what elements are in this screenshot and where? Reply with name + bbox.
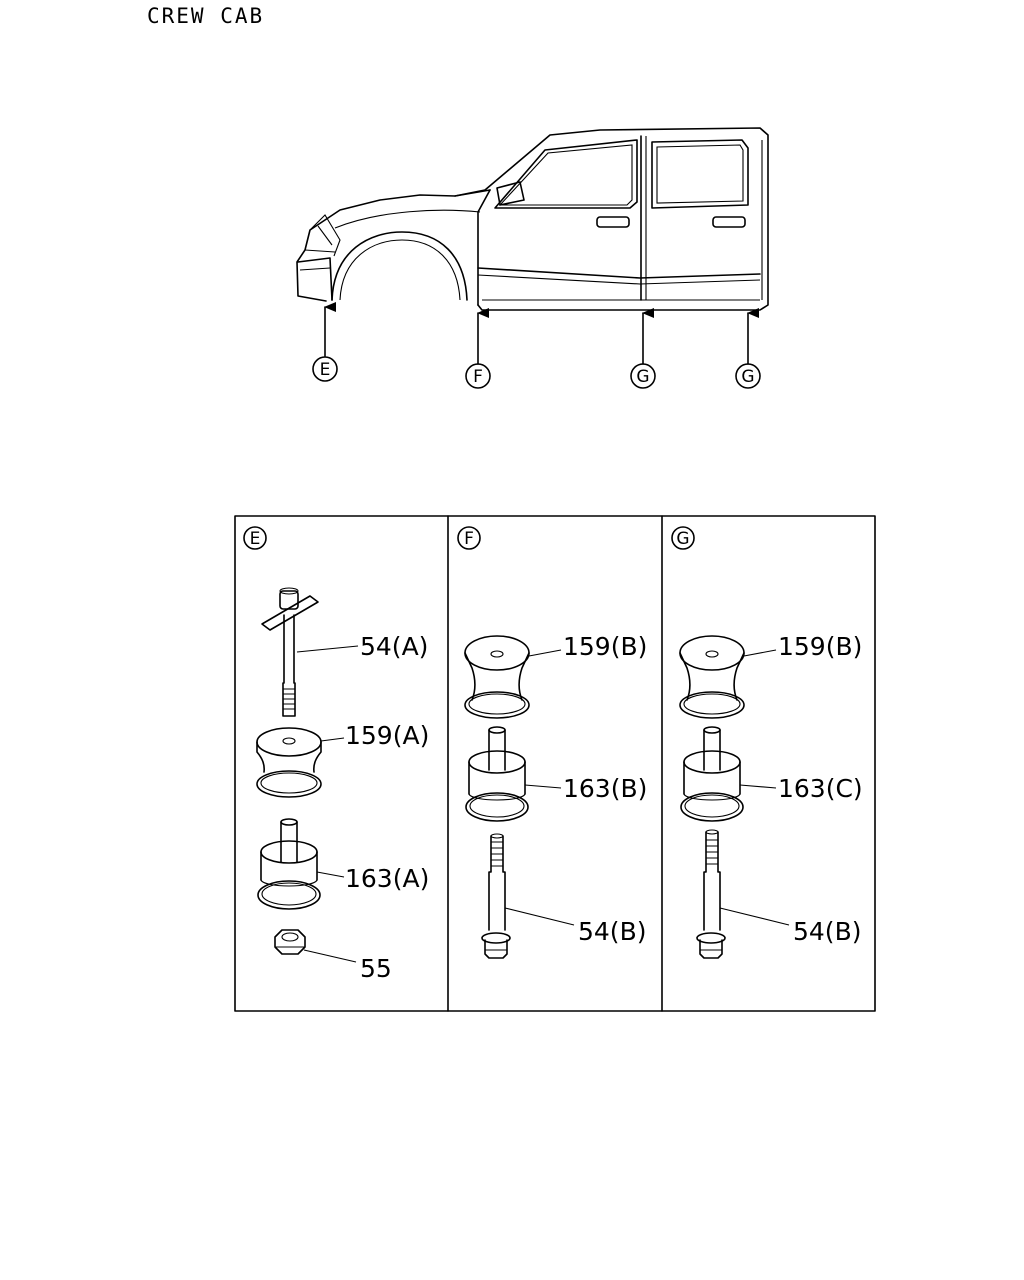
callout-g-1-letter: G	[636, 367, 649, 387]
callout-g-2: G	[735, 363, 761, 389]
vehicle-side-view	[296, 127, 769, 311]
panel-e: E 54(A) 159(A)	[243, 526, 429, 983]
cushion-163b-icon	[465, 726, 529, 822]
panel-g-letter: G	[676, 529, 689, 549]
detail-panels-frame	[234, 515, 876, 1012]
part-label-54b-g: 54(B)	[793, 917, 861, 946]
callout-e-letter: E	[320, 360, 331, 380]
part-label-159b-g: 159(B)	[778, 632, 862, 661]
callout-g-2-letter: G	[741, 367, 754, 387]
part-label-54b-f: 54(B)	[578, 917, 646, 946]
page-title: CREW CAB	[147, 4, 265, 28]
part-label-163c: 163(C)	[778, 774, 863, 803]
part-label-159a: 159(A)	[345, 721, 429, 750]
panel-e-letter: E	[250, 529, 261, 549]
callout-f-letter: F	[473, 367, 483, 387]
part-label-163b: 163(B)	[563, 774, 647, 803]
callout-f: F	[465, 363, 491, 389]
vehicle-callout-arrows	[324, 302, 759, 365]
bolt-54b-g-icon	[696, 829, 726, 959]
panel-g: G 159(B) 163(C)	[671, 526, 863, 959]
part-label-159b-f: 159(B)	[563, 632, 647, 661]
cushion-163a-icon	[257, 818, 321, 910]
cushion-159a-icon	[256, 727, 322, 798]
bolt-54b-f-icon	[481, 833, 511, 959]
callout-g-1: G	[630, 363, 656, 389]
callout-e: E	[312, 356, 338, 382]
part-label-55: 55	[360, 954, 392, 983]
panel-f: F 159(B) 163(B)	[457, 526, 647, 959]
cushion-163c-icon	[680, 726, 744, 822]
nut-55-icon	[274, 929, 306, 955]
part-label-163a: 163(A)	[345, 864, 429, 893]
cushion-159b-g-icon	[679, 635, 745, 719]
panel-f-letter: F	[464, 529, 474, 549]
cushion-159b-icon	[464, 635, 530, 719]
bolt-54a-icon	[261, 587, 319, 717]
part-label-54a: 54(A)	[360, 632, 428, 661]
